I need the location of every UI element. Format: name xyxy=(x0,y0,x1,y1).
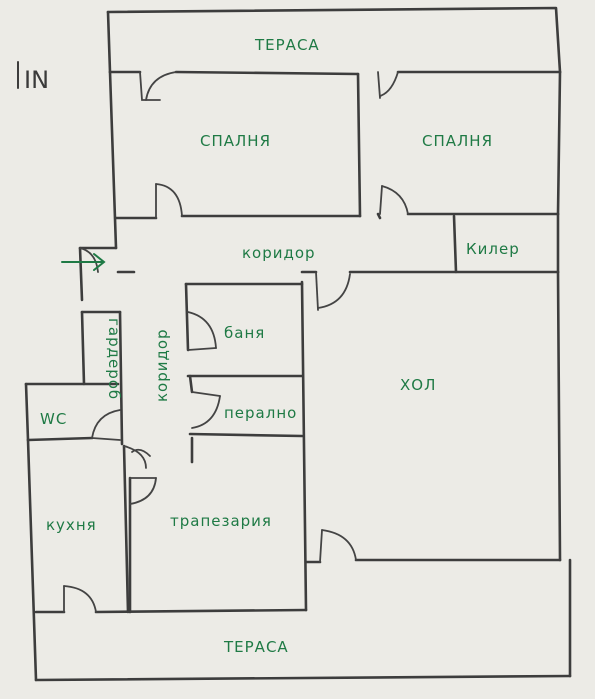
entrance-arrow-icon xyxy=(61,253,106,271)
room-labels: ТЕРАСА СПАЛНЯ СПАЛНЯ коридор Килер гарде… xyxy=(40,36,520,656)
room-label-kitchen: кухня xyxy=(46,516,97,534)
room-label-corridor-horizontal: коридор xyxy=(242,244,316,262)
room-label-laundry: перално xyxy=(224,404,297,422)
room-label-bedroom-right: СПАЛНЯ xyxy=(422,132,493,150)
walls xyxy=(24,6,572,682)
room-label-dining: трапезария xyxy=(170,512,272,530)
room-label-terrace-bottom: ТЕРАСА xyxy=(223,638,289,656)
room-label-terrace-top: ТЕРАСА xyxy=(254,36,320,54)
room-label-wardrobe: гардероб xyxy=(105,318,123,400)
doors xyxy=(63,71,409,613)
room-label-storage: Килер xyxy=(466,240,520,258)
room-label-corridor-vertical: коридор xyxy=(153,328,171,402)
north-marker: IN xyxy=(17,61,49,94)
north-label: IN xyxy=(24,66,49,94)
room-label-bathroom: баня xyxy=(224,324,265,342)
room-label-bedroom-left: СПАЛНЯ xyxy=(200,132,271,150)
room-label-wc: WC xyxy=(40,410,67,428)
room-label-living: ХОЛ xyxy=(400,376,436,394)
